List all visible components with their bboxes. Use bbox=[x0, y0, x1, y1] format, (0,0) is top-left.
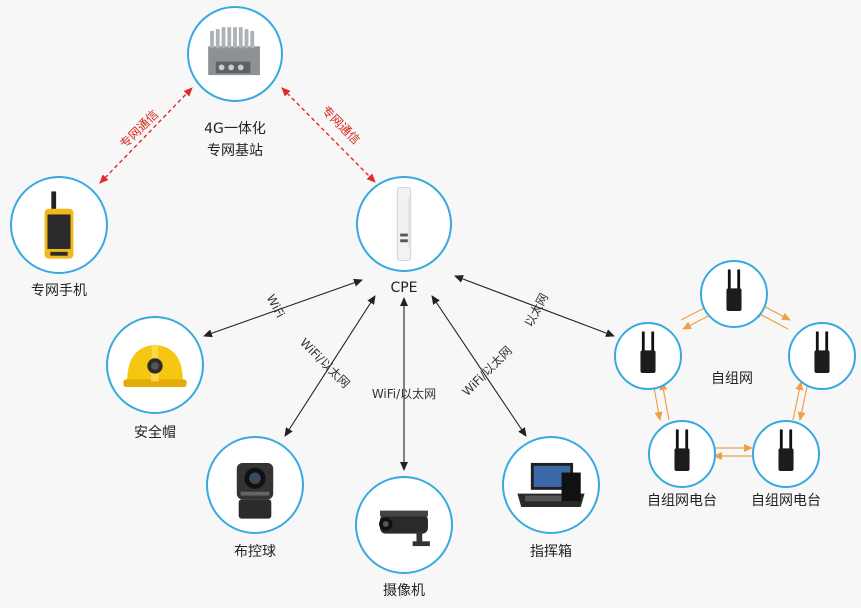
cpe-antenna-icon bbox=[396, 187, 412, 261]
mesh-label: 自组网 bbox=[711, 371, 753, 387]
radio-icon bbox=[814, 331, 830, 373]
edge-cpe-helmet bbox=[203, 278, 363, 338]
mesh-radio-right-label: 自组网电台 bbox=[751, 493, 821, 509]
edge-cpe-bs bbox=[281, 87, 376, 183]
base-station-label-line2: 专网基站 bbox=[207, 143, 263, 159]
camera-label: 摄像机 bbox=[383, 583, 425, 599]
edge-label-cpe-box: WiFi/以太网 bbox=[459, 343, 515, 399]
dome-camera-node bbox=[206, 436, 304, 534]
cpe-node bbox=[356, 176, 452, 272]
command-box-icon bbox=[517, 462, 585, 508]
dome-camera-label: 布控球 bbox=[234, 544, 276, 560]
radio-icon bbox=[778, 429, 794, 471]
base-station-icon bbox=[208, 27, 260, 76]
camera-node bbox=[355, 476, 453, 574]
base-station-label-line1: 4G一体化 bbox=[204, 121, 266, 137]
helmet-label: 安全帽 bbox=[134, 425, 176, 441]
mesh-radio-left-label: 自组网电台 bbox=[647, 493, 717, 509]
dome-camera-icon bbox=[236, 462, 274, 519]
base-station-label: 4G一体化 专网基站 bbox=[185, 118, 285, 162]
edge-label-cpe-camera: WiFi/以太网 bbox=[372, 386, 436, 401]
edge-handset-bs bbox=[99, 87, 193, 184]
edge-cpe-mesh bbox=[454, 275, 615, 337]
edge-cpe-dome bbox=[284, 295, 376, 437]
radio-icon bbox=[640, 331, 656, 373]
mesh-radio-bottom-left bbox=[648, 420, 716, 488]
base-station-node bbox=[187, 6, 283, 102]
edge-label-cpe-mesh: 以太网 bbox=[521, 290, 551, 329]
edge-label-cpe-helmet: WiFi bbox=[264, 292, 288, 320]
cpe-label: CPE bbox=[390, 280, 418, 296]
handset-label: 专网手机 bbox=[31, 283, 87, 299]
edge-label-cpe-bs: 专网通信 bbox=[319, 103, 364, 148]
handset-node bbox=[10, 176, 108, 274]
mesh-radio-left bbox=[614, 322, 682, 390]
phone-icon bbox=[44, 191, 74, 259]
radio-icon bbox=[674, 429, 690, 471]
radio-icon bbox=[726, 269, 742, 311]
edge-cpe-box bbox=[431, 295, 527, 437]
command-box-label: 指挥箱 bbox=[530, 544, 572, 560]
mesh-radio-right bbox=[788, 322, 856, 390]
mesh-radio-top bbox=[700, 260, 768, 328]
helmet-node bbox=[106, 316, 204, 414]
edge-label-handset-bs: 专网通信 bbox=[117, 107, 162, 152]
helmet-icon bbox=[123, 344, 187, 388]
bullet-camera-icon bbox=[379, 510, 430, 547]
mesh-radio-bottom-right bbox=[752, 420, 820, 488]
command-box-node bbox=[502, 436, 600, 534]
